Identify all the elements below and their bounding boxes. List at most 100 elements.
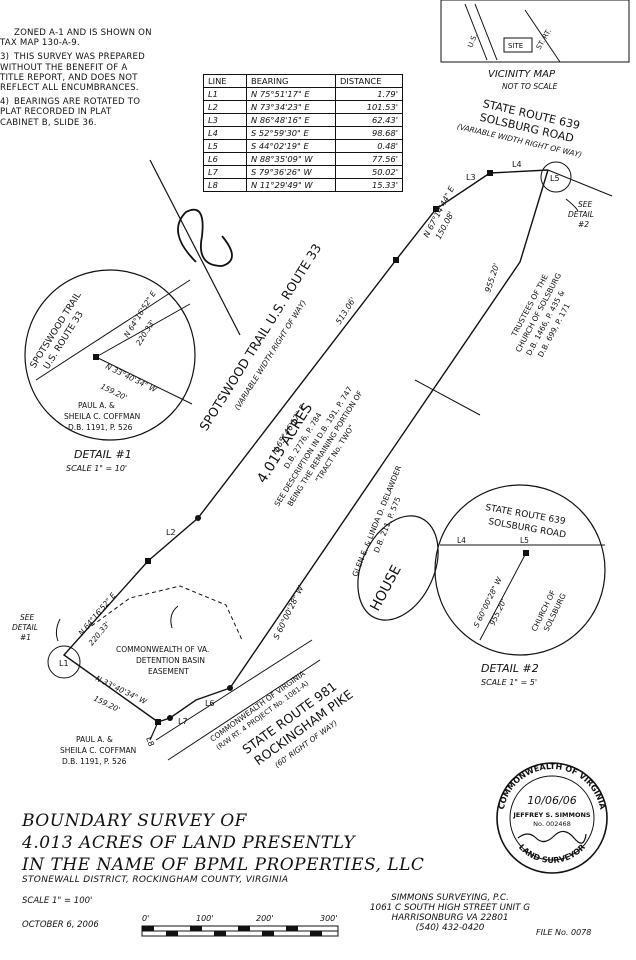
line-id-cell: L8 — [203, 178, 247, 192]
line-label-l2: L2 — [166, 528, 176, 537]
house-label: HOUSE — [367, 563, 404, 614]
line-label-l7: L7 — [178, 717, 188, 726]
scale-bar: 0' 100' 200' 300' — [141, 914, 339, 937]
route-981-label: COMMONWEALTH OF VIRGINIA (R/W RT. 4 PROJ… — [208, 668, 355, 769]
route-639-row — [547, 169, 613, 197]
tie-line — [414, 379, 481, 416]
easement-leader — [170, 605, 179, 629]
detail1-owner2: SHEILA C. COFFMAN — [64, 412, 140, 421]
title-line: BOUNDARY SURVEY OF — [22, 811, 247, 831]
detail1-circle — [24, 269, 196, 441]
distance-bottom: 159.20' — [92, 694, 121, 715]
detail1-road-line — [35, 279, 191, 381]
coffman-line3: D.B. 1191, P. 526 — [62, 757, 127, 766]
scale-label: 300' — [320, 914, 337, 923]
distance-cell: 15.33' — [335, 178, 403, 192]
detail1-title: DETAIL #1 — [74, 448, 132, 461]
signature — [517, 830, 587, 844]
vicinity-road-us — [464, 3, 488, 61]
easement-line1: COMMONWEALTH OF VA. — [116, 645, 209, 654]
detail1-bearing-line — [95, 356, 193, 405]
seal-number: No. 002468 — [533, 820, 571, 828]
monuments — [93, 170, 529, 725]
detail1-scale: SCALE 1" = 10' — [66, 464, 127, 473]
detail2-leader — [565, 198, 579, 212]
firm-phone: (540) 432-0420 — [415, 923, 485, 933]
surveyor-seal: COMMONWEALTH OF VIRGINIA LAND SURVEYOR 1… — [496, 762, 608, 874]
see-detail1-line3: #1 — [20, 633, 31, 642]
monument-marker — [195, 515, 201, 521]
monument-marker — [155, 719, 161, 725]
note-item: 4)BEARINGS ARE ROTATED TO PLAT RECORDED … — [0, 97, 141, 128]
title-line: 4.013 ACRES OF LAND PRESENTLY — [22, 833, 356, 853]
monument-marker — [487, 170, 493, 176]
vicinity-label-us: U.S. — [466, 33, 479, 49]
detail2-monument — [523, 550, 529, 556]
north-arrow-symbol — [177, 208, 233, 267]
title-line: IN THE NAME OF BPML PROPERTIES, LLC — [22, 855, 425, 875]
line-label-l8: L8 — [144, 736, 156, 748]
detail1-monument — [93, 354, 99, 360]
monument-marker — [167, 715, 173, 721]
see-detail1-line1: SEE — [20, 613, 34, 622]
detail2-l4: L4 — [457, 536, 466, 545]
house-outline — [357, 515, 439, 621]
seal-name: JEFFREY S. SIMMONS — [512, 811, 591, 819]
boundary-east-line — [229, 169, 549, 689]
vicinity-road-st — [524, 9, 561, 63]
route-981-row — [155, 639, 313, 741]
detail2-reference-circle — [540, 161, 572, 193]
detail1-reference-circle — [47, 645, 81, 679]
delawder-owner: GLEN E. & LINDA D. DELAWDER D.B. 211, P.… — [350, 464, 403, 578]
distance-main: 513.06' — [334, 296, 358, 326]
coffman-line1: PAUL A. & — [76, 735, 113, 744]
easement-boundary — [85, 585, 243, 641]
detail1-dist2: 159.20' — [99, 382, 128, 403]
line-label-l4: L4 — [512, 160, 522, 169]
see-detail2-line2: DETAIL — [568, 210, 594, 219]
firm-address2: HARRISONBURG VA 22801 — [391, 913, 509, 923]
note-item: 3)THIS SURVEY WAS PREPARED WITHOUT THE B… — [0, 52, 145, 94]
firm-address1: 1061 C SOUTH HIGH STREET UNIT G — [369, 903, 531, 913]
detail2-l5: L5 — [520, 536, 529, 545]
detail2-title: DETAIL #2 — [481, 662, 539, 675]
monument-marker — [433, 206, 439, 212]
note-item: ZONED A-1 AND IS SHOWN ON TAX MAP 130-A-… — [0, 28, 152, 49]
vicinity-title: VICINITY MAP — [488, 69, 556, 80]
detail2-bearing-line — [479, 552, 527, 641]
monument-marker — [393, 257, 399, 263]
church-east-owner: TRUSTEES OF THE CHURCH OF SOLSBURG D.B. … — [509, 271, 572, 358]
see-detail2-line3: #2 — [578, 220, 589, 229]
firm-block: SIMMONS SURVEYING, P.C. 1061 C SOUTH HIG… — [350, 893, 550, 933]
vicinity-site-box — [503, 37, 533, 53]
detail1-owner1: PAUL A. & — [78, 401, 115, 410]
distance-cell: 98.68' — [335, 126, 403, 140]
boundary-west-line — [62, 560, 159, 723]
scale-label: 0' — [142, 914, 149, 923]
parcel-description: 4.013 ACRES D.B. 2776, P. 784 SEE DESCRI… — [254, 385, 364, 508]
north-arrow-shaft — [149, 159, 241, 336]
seal-bottom-text: LAND SURVEYOR — [517, 843, 587, 865]
route-981-edge — [167, 659, 321, 761]
vicinity-map-box — [440, 0, 630, 63]
vicinity-road-us-edge — [474, 3, 498, 61]
seal-date: 10/06/06 — [527, 794, 576, 807]
easement-line3: EASEMENT — [148, 667, 189, 676]
monument-marker — [227, 685, 233, 691]
monument-marker — [145, 558, 151, 564]
route-639-label: STATE ROUTE 639 SOLSBURG ROAD (VARIABLE … — [456, 97, 583, 159]
title-block: BOUNDARY SURVEY OF 4.013 ACRES OF LAND P… — [22, 810, 424, 876]
vicinity-label-site: SITE — [508, 42, 523, 50]
scale-label: 100' — [196, 914, 213, 923]
distance-east: 955.20' — [483, 262, 501, 294]
detail2-scale: SCALE 1" = 5' — [481, 678, 537, 687]
scale-label: 200' — [256, 914, 273, 923]
boundary-north-line — [147, 169, 549, 562]
file-number: FILE No. 0078 — [536, 928, 592, 937]
